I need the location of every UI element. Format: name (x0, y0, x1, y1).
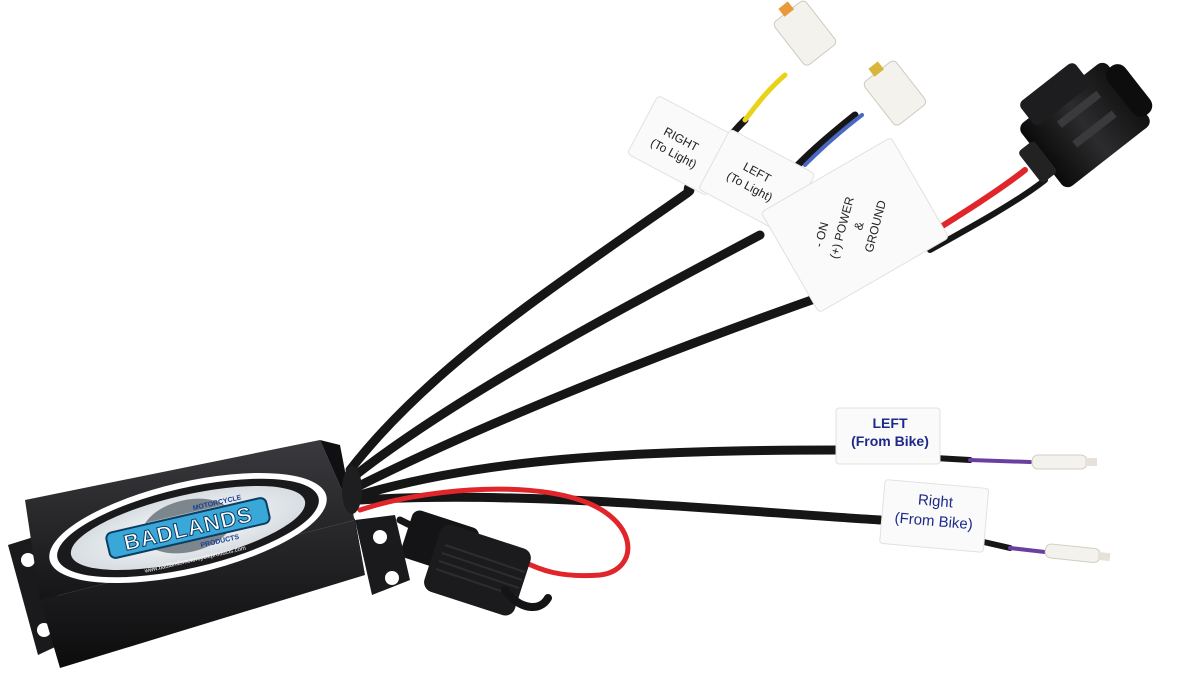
fuse-cap-strap (501, 586, 552, 611)
tag-power-ground-line3: & (851, 220, 867, 231)
tag-power-ground-line1: - ON (811, 221, 831, 249)
tag-right-from-bike: Right (From Bike) (879, 479, 990, 553)
wire-yellow (742, 72, 788, 123)
wire-left-from-bike (355, 445, 845, 500)
tag-left-from-bike: LEFT (From Bike) (835, 407, 941, 465)
wire-red-fuse-loop (357, 486, 631, 579)
left-to-light-plug (863, 60, 927, 126)
tag-power-ground: - ON (+) POWER & GROUND (762, 138, 948, 312)
right-from-bike-pin (1044, 543, 1111, 564)
wire-black-power (927, 177, 1048, 253)
wire-purple-left (968, 458, 1032, 464)
control-module: BADLANDS MOTORCYCLE PRODUCTS www.badland… (8, 440, 410, 668)
inline-fuse-holder (401, 510, 552, 616)
wire-grommet (342, 466, 362, 514)
tag-left-from-bike-line1: LEFT (873, 415, 908, 431)
wire-purple-right (1008, 546, 1047, 554)
wire-left-to-light (347, 230, 765, 483)
tag-right-from-bike-line2: (From Bike) (894, 510, 974, 534)
tag-right-from-bike-line1: Right (917, 491, 954, 511)
terminal-connectors (773, 0, 1111, 564)
wire-right-to-light (345, 180, 695, 475)
wire-right-from-bike (355, 492, 885, 525)
left-from-bike-pin (1031, 454, 1097, 470)
right-to-light-plug (773, 0, 837, 66)
wire-power-ground (350, 285, 845, 493)
wire-blue-stripe (803, 113, 864, 167)
wire-left-bike-end (932, 455, 973, 463)
main-power-connector (1019, 62, 1153, 188)
mounting-tab-right (355, 515, 410, 595)
tag-left-from-bike-line2: (From Bike) (851, 433, 929, 449)
